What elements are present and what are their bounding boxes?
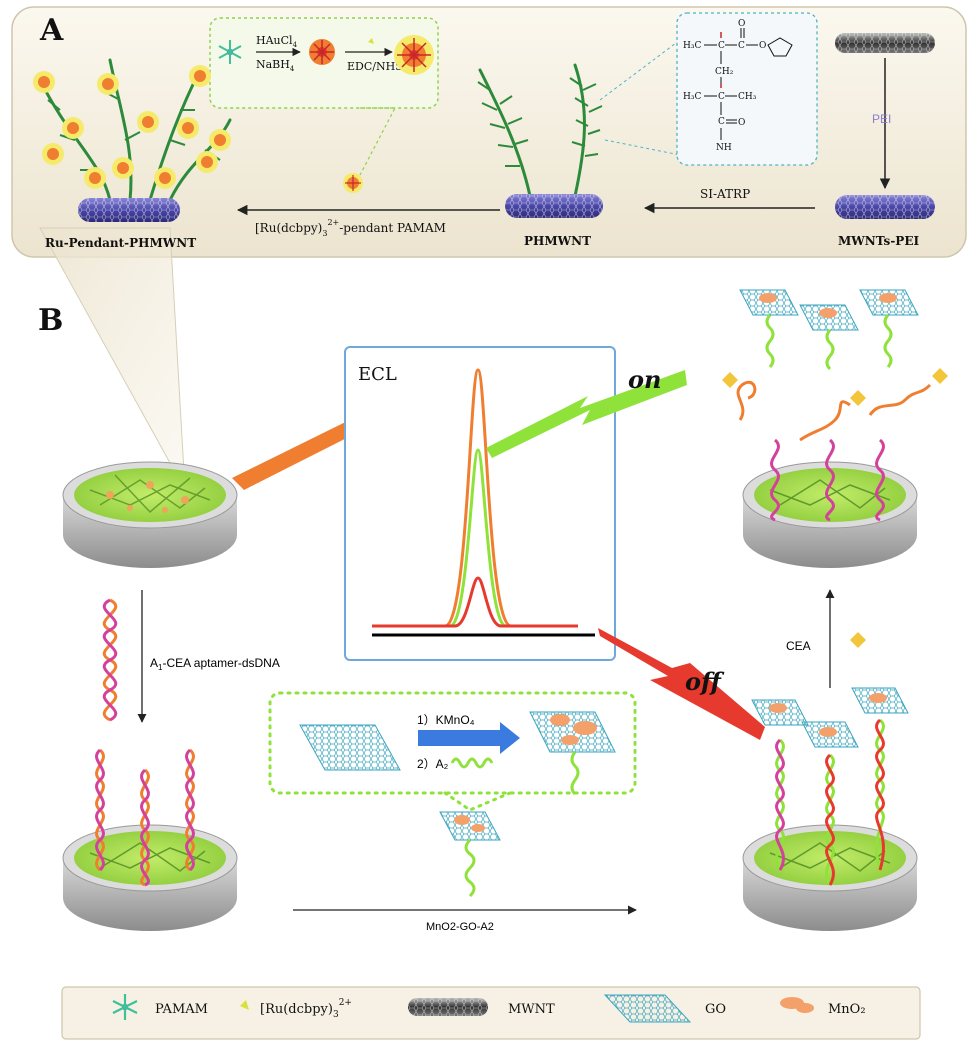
- mno2-cluster: [550, 714, 597, 745]
- legend-mwnt-icon: [408, 998, 488, 1016]
- mwnt-graphic: [835, 33, 935, 53]
- svg-text:O: O: [759, 41, 766, 51]
- ecl-peak-low: [372, 576, 578, 628]
- mno2-go-prep-inset: 1）KMnO₄ 2）A₂: [268, 691, 637, 812]
- chem-structure: H₃C C C O O CH₂ H₃C C CH₃ C O NH: [683, 19, 793, 153]
- ecl-label: ECL: [358, 364, 397, 385]
- blue-process-arrow: [418, 722, 520, 754]
- svg-text:O: O: [738, 118, 745, 128]
- legend-pamam-icon: [112, 994, 138, 1020]
- electrode-with-dsdna: [62, 748, 238, 931]
- legend-bar: PAMAM [Ru(dcbpy)32+ MWNT GO MnO₂: [61, 986, 921, 1040]
- label-pendant-pamam: [Ru(dcbpy)32+-pendant PAMAM: [255, 218, 446, 238]
- label-pei: PEI: [872, 112, 891, 126]
- legend-go-icon: [603, 994, 692, 1023]
- reagent-edc-nhs: EDC/NHS: [347, 60, 403, 73]
- chem-pointer-1: [599, 39, 681, 101]
- panel-a-letter: A: [39, 13, 64, 48]
- go-sheet-modified: [529, 711, 616, 753]
- panel-b-letter: B: [38, 303, 63, 338]
- chem-pointer-2: [604, 139, 681, 156]
- reagent-haucl4: HAuCl4: [256, 34, 298, 49]
- label-mno2-go-a2: MnO2-GO-A2: [426, 921, 494, 933]
- label-aptamer-dsdna: A1-CEA aptamer-dsDNA: [150, 656, 280, 672]
- a2-strand-icon: [450, 757, 494, 769]
- electrode-probes-bound: [742, 687, 918, 931]
- label-phmwnt: PHMWNT: [524, 234, 591, 248]
- gold-pamam-icon: [309, 39, 335, 65]
- legend-mno2-label: MnO₂: [828, 1002, 866, 1017]
- svg-text:NH: NH: [716, 143, 732, 153]
- panel-a: A HAuCl4 NaBH4 EDC/NHS: [11, 6, 967, 491]
- legend-mno2-icon: [780, 997, 814, 1013]
- chem-structure-box: [676, 12, 818, 166]
- ecl-peak-mid: [372, 448, 578, 628]
- step-kmno4: 1）KMnO₄: [417, 713, 475, 727]
- pamam-icon: [218, 40, 242, 64]
- legend-ru-label: [Ru(dcbpy)32+: [260, 998, 352, 1020]
- svg-text:C: C: [738, 41, 745, 51]
- mwnts-pei-graphic: [835, 195, 935, 219]
- reagent-nabh4: NaBH4: [256, 58, 295, 73]
- legend-go-label: GO: [705, 1002, 726, 1017]
- svg-text:O: O: [738, 19, 745, 29]
- legend-pamam-label: PAMAM: [155, 1002, 208, 1017]
- inset-pointer: [359, 107, 396, 176]
- svg-text:C: C: [718, 41, 725, 51]
- green-signal-arrow-on: [486, 370, 687, 458]
- ru-complex-icon: [368, 38, 374, 44]
- step-a2: 2）A₂: [417, 757, 449, 771]
- electrode-initial: [62, 461, 238, 568]
- ecl-panel: ECL: [344, 346, 616, 661]
- label-cea: CEA: [786, 639, 811, 653]
- zoom-cone: [39, 227, 186, 491]
- label-off: off: [685, 667, 725, 696]
- svg-text:C: C: [718, 92, 725, 102]
- svg-text:CH₂: CH₂: [715, 67, 734, 77]
- aptamer-dsdna-icon: [102, 598, 118, 722]
- svg-text:H₃C: H₃C: [683, 41, 701, 51]
- svg-text:CH₃: CH₃: [738, 92, 757, 102]
- ru-pendant-phmwnt-graphic: [33, 58, 232, 222]
- label-mwnts-pei: MWNTs-PEI: [838, 234, 919, 248]
- legend-mwnt-label: MWNT: [508, 1002, 555, 1017]
- go-sheet-plain: [299, 724, 401, 771]
- pendant-particle-icon: [343, 173, 363, 193]
- label-on: on: [628, 365, 661, 394]
- ecl-peak-high: [372, 368, 578, 628]
- phmwnt-graphic: [477, 63, 603, 218]
- svg-text:H₃C: H₃C: [683, 92, 701, 102]
- cea-icon: [850, 632, 866, 648]
- label-si-atrp: SI-ATRP: [700, 187, 750, 201]
- svg-text:C: C: [718, 117, 725, 127]
- label-ru-pendant-phmwnt: Ru-Pendant-PHMWNT: [45, 236, 196, 250]
- mno2-go-a2-probe: [439, 811, 501, 898]
- ru-pendant-pamam-icon: [394, 35, 434, 75]
- electrode-after-cea: [722, 289, 948, 568]
- red-signal-arrow-off: [598, 628, 765, 740]
- legend-ru-icon: [240, 1000, 249, 1010]
